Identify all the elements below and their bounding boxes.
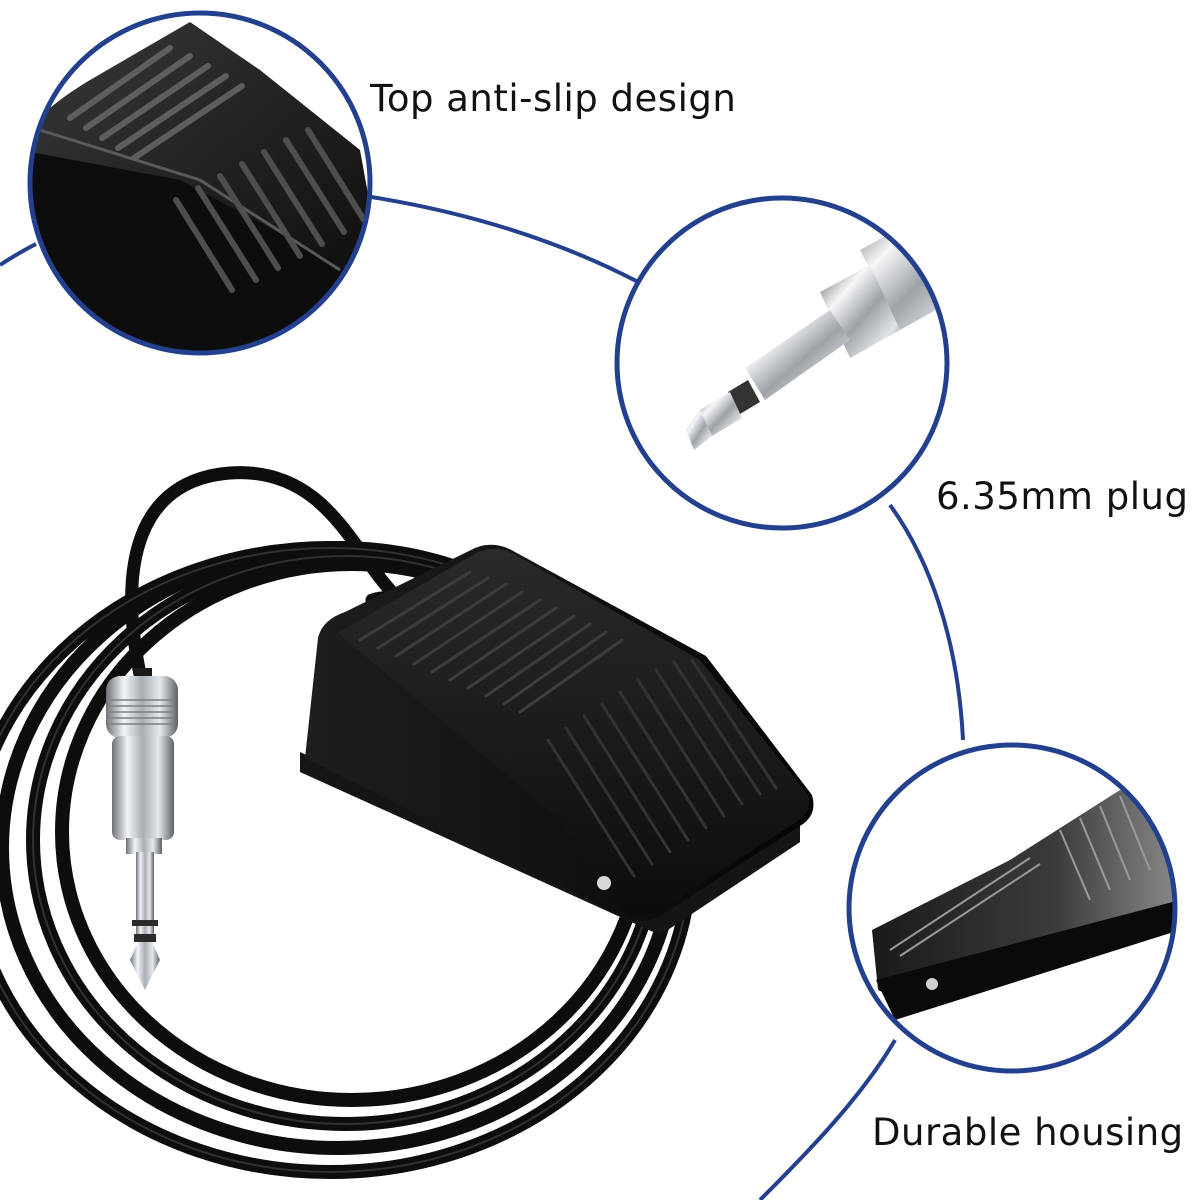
caption-top-anti-slip: Top anti-slip design — [370, 77, 737, 120]
connector-arcs — [0, 194, 965, 1200]
zoom-circle-plug — [614, 195, 950, 531]
zoom-circle-top-design — [27, 10, 373, 356]
caption-durable-housing: Durable housing — [872, 1111, 1184, 1154]
caption-plug-size: 6.35mm plug — [936, 475, 1189, 518]
foot-pedal — [300, 544, 814, 935]
jack-plug — [106, 668, 178, 990]
zoom-circle-housing — [846, 742, 1178, 1074]
